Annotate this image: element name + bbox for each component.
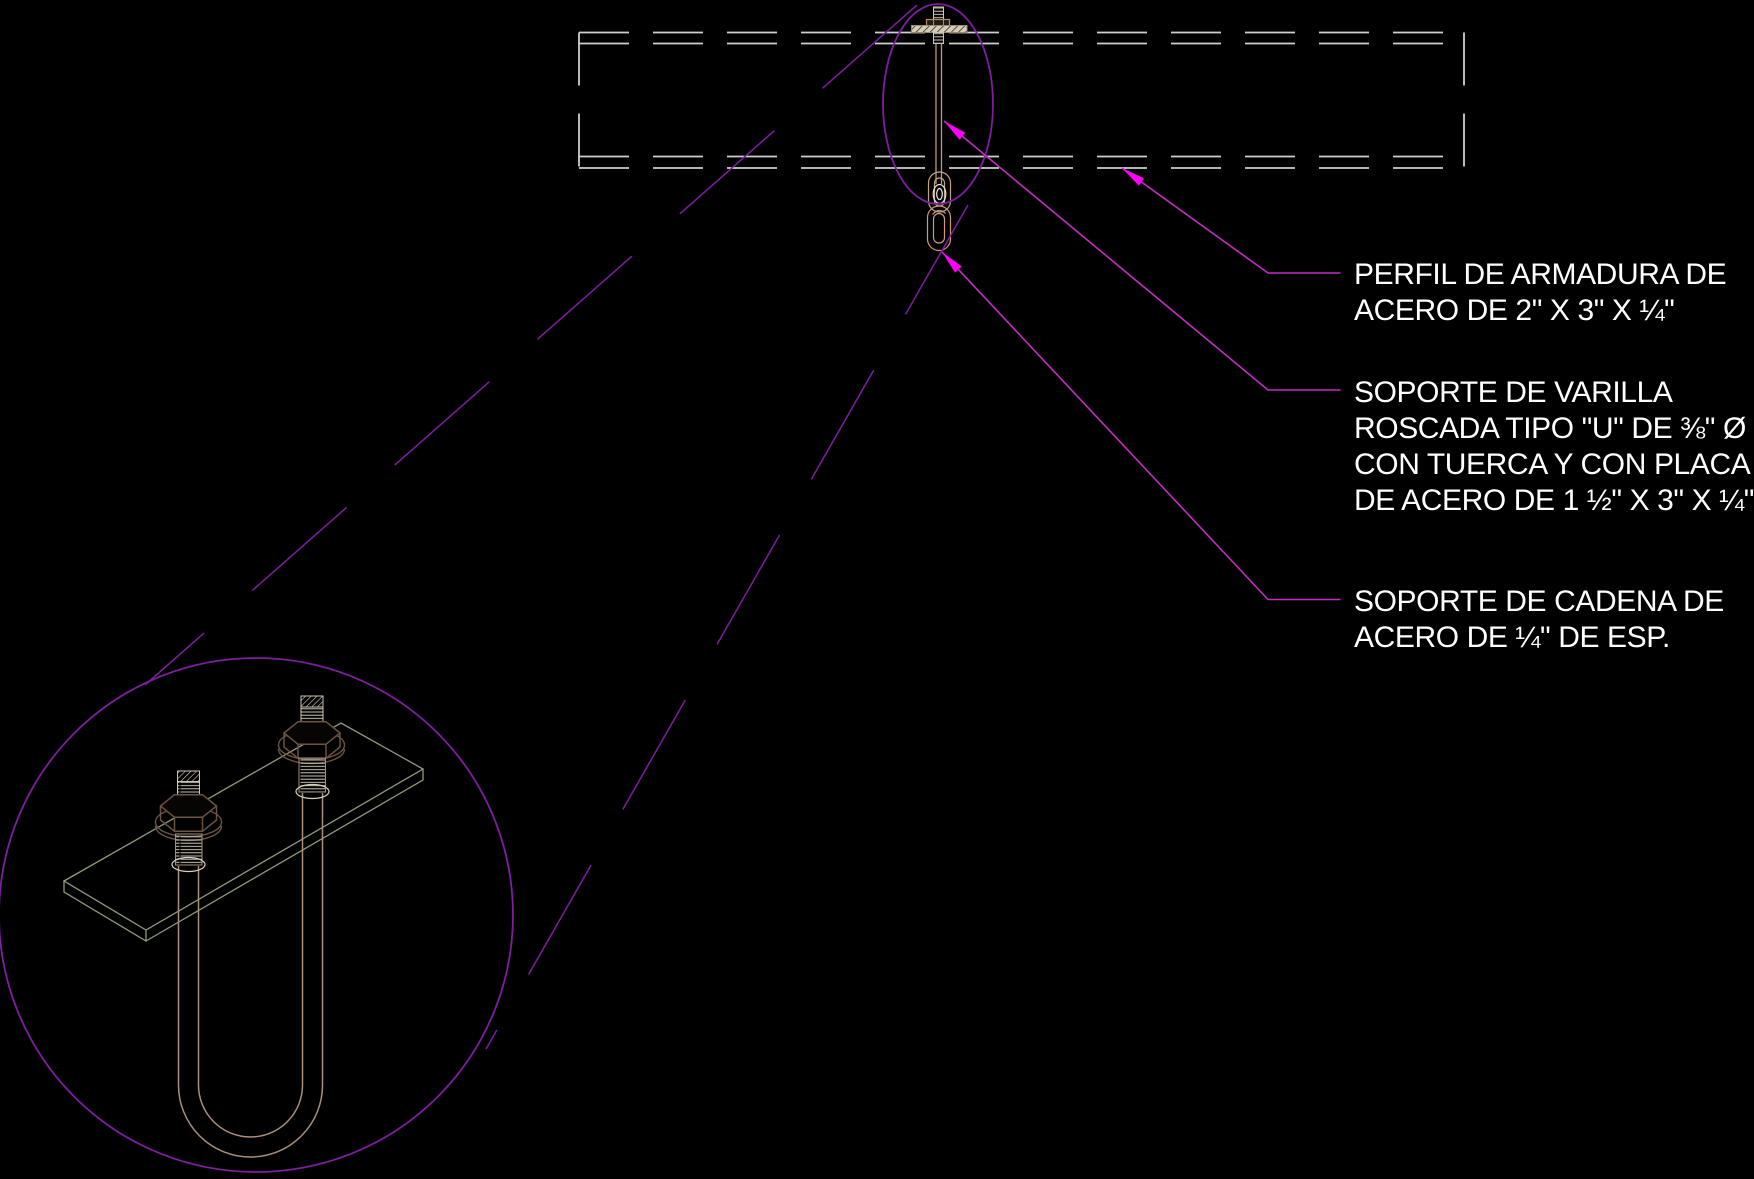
threaded-stub: [300, 695, 324, 708]
detail-projection-lines: [144, 4, 969, 1050]
chain-link: [926, 205, 952, 252]
arrowhead-chain: [942, 252, 962, 273]
projection-line-upper: [144, 4, 918, 686]
left-bolt-hardware: [154, 770, 223, 873]
arrowhead-rod: [944, 121, 966, 140]
steel-plate-hatched: [911, 25, 968, 33]
annotation-text-line: ROSCADA TIPO "U" DE ⅜" Ø: [1354, 412, 1746, 445]
rod-threaded-stub-top: [933, 6, 944, 21]
annotation-text-line: SOPORTE DE VARILLA: [1354, 376, 1673, 409]
arrowhead-truss: [1122, 168, 1145, 186]
annotation-text-line: PERFIL DE ARMADURA DE: [1354, 258, 1727, 291]
threaded-stub: [177, 770, 200, 782]
leader-lines: [941, 120, 1341, 601]
annotation-text-line: SOPORTE DE CADENA DE: [1354, 585, 1724, 618]
annotation-soporte-cadena: SOPORTE DE CADENA DE ACERO DE ¼" DE ESP.: [1354, 584, 1724, 656]
threads-below-washer: [298, 757, 326, 793]
annotation-text-line: ACERO DE ¼" DE ESP.: [1354, 621, 1670, 654]
rod-threaded-stub-bottom: [933, 32, 944, 44]
projection-line-lower: [485, 204, 969, 1050]
detail-u-bolt-assembly: [62, 695, 425, 1158]
leader-arrowheads: [942, 121, 1145, 273]
plate-hole-collar: [295, 783, 330, 800]
leader-soporte-varilla: [943, 120, 1341, 391]
hex-nut: [159, 793, 218, 833]
u-bolt-rod: [177, 793, 324, 1158]
right-bolt-hardware: [277, 695, 346, 800]
leader-perfil-armadura: [1121, 167, 1341, 274]
detail-steel-plate: [62, 722, 425, 943]
plate-hole-collar: [171, 856, 206, 873]
threaded-rod: [935, 43, 943, 184]
annotation-soporte-varilla: SOPORTE DE VARILLA ROSCADA TIPO "U" DE ⅜…: [1354, 375, 1754, 519]
annotation-text-line: CON TUERCA Y CON PLACA: [1354, 448, 1751, 481]
truss-profile: [578, 31, 1465, 169]
leader-soporte-cadena: [941, 251, 1341, 601]
hex-nut: [282, 720, 342, 760]
annotation-text-line: ACERO DE 2" X 3" X ¼": [1354, 294, 1675, 327]
detail-bubble-ellipse: [882, 3, 994, 205]
hanger-rod-assembly: [911, 6, 968, 252]
annotation-text-line: DE ACERO DE 1 ½" X 3" X ¼": [1354, 484, 1754, 517]
threads-below-washer: [175, 833, 203, 866]
detail-circle: [0, 657, 514, 1173]
annotation-perfil-armadura: PERFIL DE ARMADURA DE ACERO DE 2" X 3" X…: [1354, 257, 1727, 329]
